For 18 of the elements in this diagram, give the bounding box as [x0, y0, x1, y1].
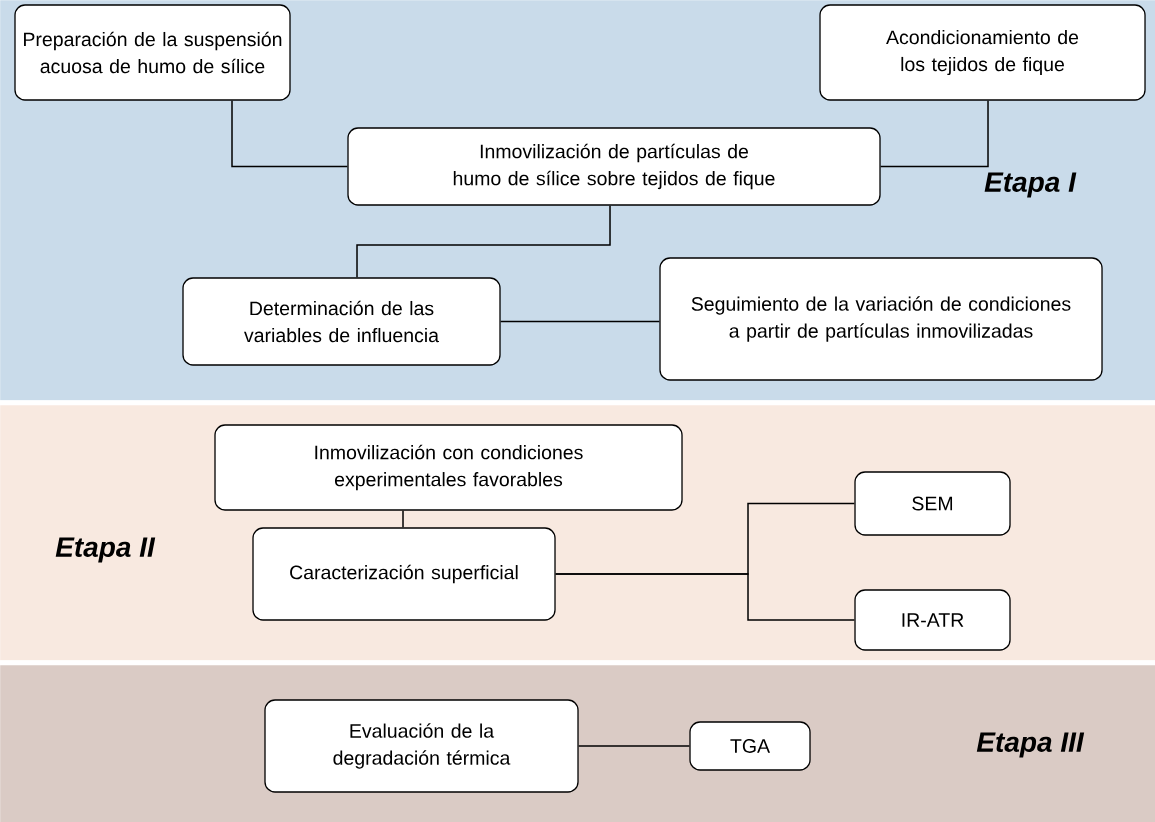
connector-line — [231, 99, 349, 168]
process-box: Caracterización superficial — [252, 527, 556, 621]
connector-line — [356, 204, 611, 279]
process-box: Determinación de las variables de influencia — [182, 277, 501, 366]
process-box: SEM — [854, 471, 1011, 536]
process-box: Inmovilización de partículas de humo de sílice sobre tejidos de fique — [347, 127, 881, 206]
process-box: Seguimiento de la variación de condiciones a partir de partículas inmovilizadas — [659, 257, 1103, 381]
connector-line — [402, 509, 404, 529]
process-box: Evaluación de la degradación térmica — [264, 699, 579, 793]
process-box: Acondicionamiento de los tejidos de fique — [819, 4, 1146, 101]
connector-line — [499, 320, 661, 323]
process-box: TGA — [689, 721, 811, 771]
process-box: Inmovilización con condiciones experimentales favorables — [214, 424, 683, 511]
process-box: IR-ATR — [854, 589, 1011, 651]
process-box: Preparación de la suspensión acuosa de humo de sílice — [14, 4, 291, 101]
connector-line — [554, 573, 856, 621]
connector-line — [879, 99, 989, 168]
connector-line — [577, 745, 691, 747]
